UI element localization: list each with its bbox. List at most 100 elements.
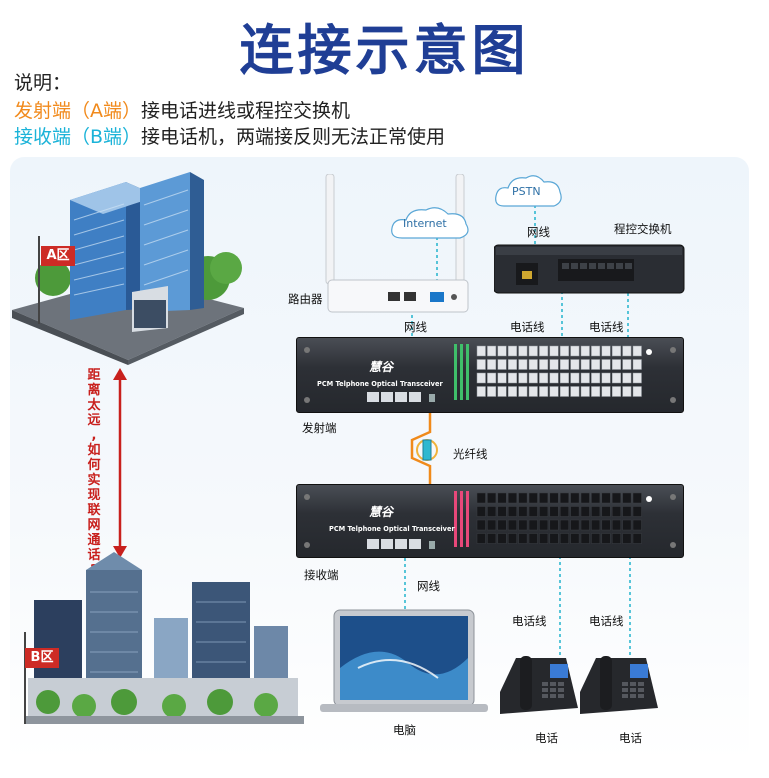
phone-jack xyxy=(622,359,632,370)
rx-phone-line-1-label: 电话线 xyxy=(512,614,547,628)
phone-jack xyxy=(580,492,590,504)
phone-jack xyxy=(632,506,642,517)
phone-1-label: 电话 xyxy=(535,731,558,745)
phone-jack xyxy=(570,506,580,517)
phone-jack xyxy=(487,492,497,504)
note-b-text: 接电话机，两端接反则无法正常使用 xyxy=(141,126,446,148)
phone-jack xyxy=(549,359,559,370)
distance-char: 离 xyxy=(87,383,101,398)
phone-jack xyxy=(528,345,538,357)
receiver-label: 接收端 xyxy=(304,568,339,582)
phone-jack xyxy=(539,359,549,370)
phone-jack xyxy=(622,533,632,544)
phone-jack xyxy=(570,359,580,370)
distance-char: , xyxy=(91,428,97,443)
phone-jack xyxy=(580,359,590,370)
phone-jack xyxy=(591,506,601,517)
phone-jack xyxy=(518,506,528,517)
pstn-line-label: 网线 xyxy=(527,225,550,239)
phone-jack xyxy=(580,519,590,531)
phone-jack xyxy=(549,372,559,384)
phone-jack xyxy=(570,492,580,504)
phone-jack xyxy=(487,519,497,531)
distance-arrow xyxy=(113,368,127,558)
phone-jack xyxy=(487,345,497,357)
receiver-device: 慧谷 PCM Telphone Optical Transceiver xyxy=(296,484,684,558)
phone-jack xyxy=(611,506,621,517)
phone-jack xyxy=(507,359,517,370)
phone-jack xyxy=(539,492,549,504)
phone-jack xyxy=(507,372,517,384)
phone-jack xyxy=(507,506,517,517)
internet-cloud-label: Internet xyxy=(403,217,447,230)
phone-jack xyxy=(632,372,642,384)
phone-jack xyxy=(497,533,507,544)
phone-jack xyxy=(487,533,497,544)
phone-jack xyxy=(611,359,621,370)
phone-jack xyxy=(549,533,559,544)
phone-jack xyxy=(497,359,507,370)
phone-jack xyxy=(528,533,538,544)
phone-jack xyxy=(622,345,632,357)
laptop-illustration xyxy=(320,609,488,712)
phone-jack xyxy=(487,359,497,370)
phone-2-illustration xyxy=(580,656,658,714)
phone-1-illustration xyxy=(500,656,578,714)
transmitter-device: 慧谷 PCM Telphone Optical Transceiver xyxy=(296,337,684,413)
phone-jack xyxy=(591,359,601,370)
phone-jack xyxy=(559,506,569,517)
phone-jack xyxy=(539,345,549,357)
phone-jack xyxy=(611,345,621,357)
distance-text: 距 离 太 远 , 如 何 实 现 联 网 通 话 ? xyxy=(87,368,101,578)
cloud-icon xyxy=(391,207,469,239)
phone-jack xyxy=(580,533,590,544)
phone-jack xyxy=(601,386,611,397)
receiver-ports xyxy=(304,491,676,549)
phone-jack xyxy=(497,345,507,357)
phone-jack xyxy=(632,519,642,531)
rx-network-line-label: 网线 xyxy=(417,579,440,593)
phone-jack xyxy=(497,519,507,531)
phone-jack xyxy=(601,359,611,370)
phone-jack xyxy=(476,533,486,544)
phone-jack xyxy=(622,386,632,397)
phone-jack xyxy=(528,492,538,504)
phone-jack xyxy=(591,372,601,384)
pbx-phone-line-2-label: 电话线 xyxy=(589,320,624,334)
pbx-phone-line-1-label: 电话线 xyxy=(510,320,545,334)
phone-jack xyxy=(559,492,569,504)
notes-heading: 说明： xyxy=(14,72,72,94)
building-a-illustration xyxy=(12,172,244,365)
phone-jack xyxy=(528,519,538,531)
distance-char: 如 xyxy=(87,443,101,458)
distance-char: 现 xyxy=(87,488,101,503)
phone-jack xyxy=(580,506,590,517)
note-a-label: 发射端（A端） xyxy=(14,100,141,122)
pstn-cloud-label: PSTN xyxy=(512,185,541,198)
phone-jack xyxy=(580,386,590,397)
phone-jack xyxy=(601,345,611,357)
phone-jack xyxy=(476,519,486,531)
phone-jack xyxy=(591,386,601,397)
distance-char: 何 xyxy=(87,458,101,473)
phone-jack xyxy=(632,386,642,397)
phone-jack xyxy=(549,492,559,504)
phone-jack xyxy=(570,386,580,397)
router-label: 路由器 xyxy=(288,292,323,306)
phone-jack xyxy=(622,372,632,384)
phone-jack xyxy=(601,533,611,544)
phone-jack xyxy=(591,345,601,357)
transmitter-logo: 慧谷 xyxy=(369,360,394,374)
phone-jack xyxy=(507,345,517,357)
phone-jack xyxy=(632,492,642,504)
phone-jack xyxy=(518,345,528,357)
phone-2-label: 电话 xyxy=(619,731,642,745)
phone-jack xyxy=(507,386,517,397)
phone-jack xyxy=(611,386,621,397)
note-a-text: 接电话进线或程控交换机 xyxy=(141,100,351,122)
pbx-label: 程控交换机 xyxy=(614,222,672,236)
phone-jack xyxy=(476,492,486,504)
fiber-line-label: 光纤线 xyxy=(453,447,488,461)
phone-jack xyxy=(476,359,486,370)
distance-char: 网 xyxy=(87,518,101,533)
